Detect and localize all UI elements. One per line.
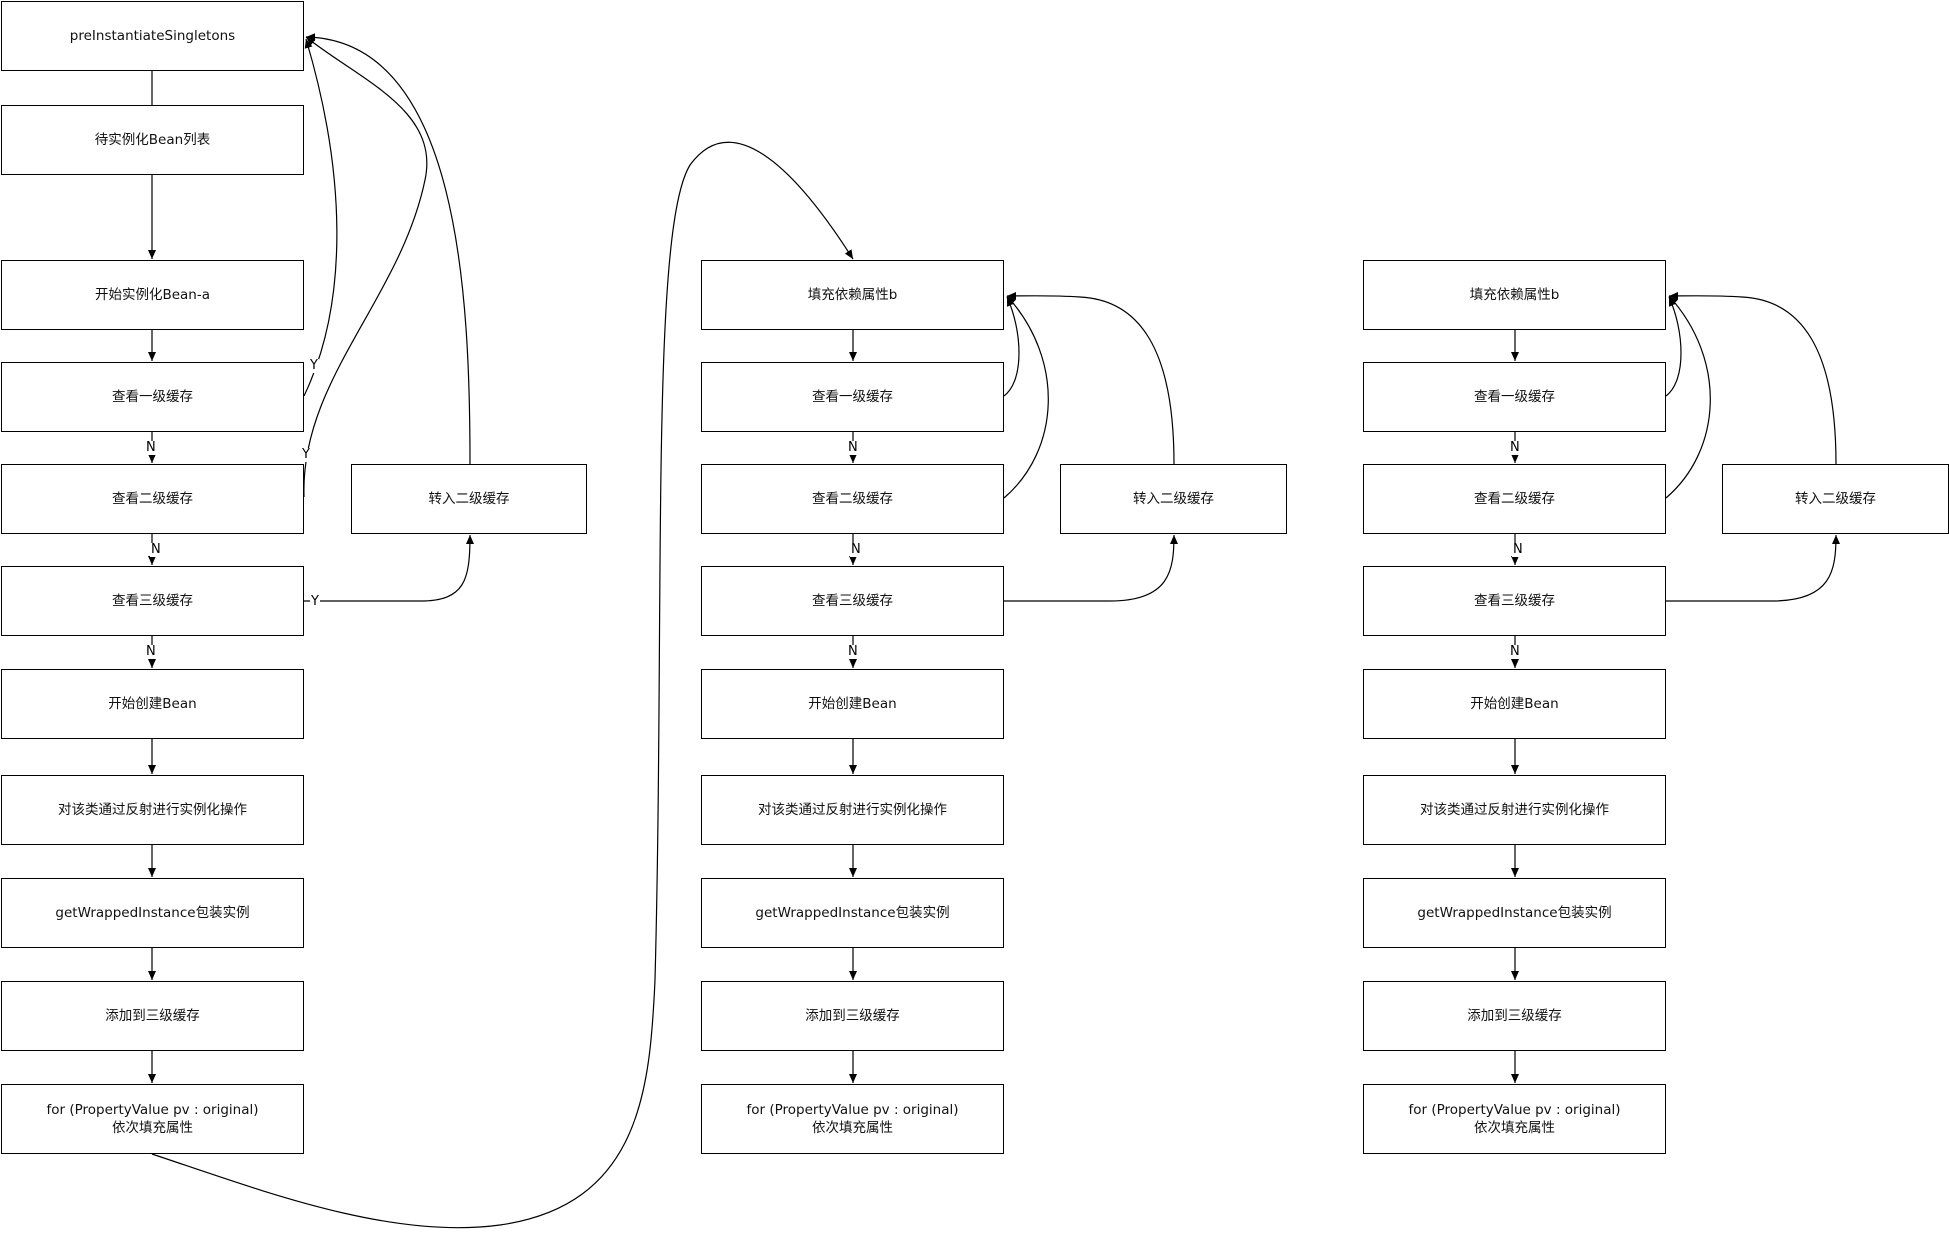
node-label: getWrappedInstance包装实例 bbox=[55, 904, 250, 921]
node-create-bean[interactable]: 开始创建Bean bbox=[1363, 669, 1666, 739]
node-fill-dependency-b[interactable]: 填充依赖属性b bbox=[1363, 260, 1666, 330]
node-check-level2-cache[interactable]: 查看二级缓存 bbox=[1, 464, 304, 534]
node-bean-list[interactable]: 待实例化Bean列表 bbox=[1, 105, 304, 175]
node-label: 对该类通过反射进行实例化操作 bbox=[1420, 801, 1609, 818]
node-fill-properties-loop[interactable]: for (PropertyValue pv : original) 依次填充属性 bbox=[701, 1084, 1004, 1154]
node-label: 开始创建Bean bbox=[1470, 695, 1559, 712]
node-label: 添加到三级缓存 bbox=[105, 1007, 200, 1024]
edge-m-l2-to-fill bbox=[1003, 295, 1049, 499]
node-label: 添加到三级缓存 bbox=[805, 1007, 900, 1024]
node-check-level2-cache[interactable]: 查看二级缓存 bbox=[701, 464, 1004, 534]
node-label: 查看一级缓存 bbox=[1474, 388, 1555, 405]
node-label: 对该类通过反射进行实例化操作 bbox=[758, 801, 947, 818]
edge-l1-yes-to-start bbox=[303, 38, 338, 397]
edge-m-l1-to-fill bbox=[1003, 296, 1020, 397]
edge-label-no: N bbox=[1512, 542, 1524, 557]
node-add-level3-cache[interactable]: 添加到三级缓存 bbox=[1363, 981, 1666, 1051]
node-reflect-instantiate[interactable]: 对该类通过反射进行实例化操作 bbox=[1363, 775, 1666, 845]
edge-label-no: N bbox=[847, 644, 859, 659]
edge-label-no: N bbox=[150, 542, 162, 557]
node-label-line1: for (PropertyValue pv : original) bbox=[746, 1101, 959, 1118]
node-label: 转入二级缓存 bbox=[428, 490, 510, 507]
node-label: 待实例化Bean列表 bbox=[94, 131, 211, 148]
node-fill-dependency-b[interactable]: 填充依赖属性b bbox=[701, 260, 1004, 330]
node-wrapped-instance[interactable]: getWrappedInstance包装实例 bbox=[701, 878, 1004, 948]
node-label: 开始实例化Bean-a bbox=[94, 286, 211, 303]
node-label: getWrappedInstance包装实例 bbox=[755, 904, 950, 921]
node-label: 开始创建Bean bbox=[108, 695, 197, 712]
node-check-level1-cache[interactable]: 查看一级缓存 bbox=[1363, 362, 1666, 432]
node-label-line2: 依次填充属性 bbox=[112, 1120, 193, 1136]
node-check-level3-cache[interactable]: 查看三级缓存 bbox=[1, 566, 304, 636]
node-reflect-instantiate[interactable]: 对该类通过反射进行实例化操作 bbox=[701, 775, 1004, 845]
edge-label-no: N bbox=[145, 440, 157, 455]
node-check-level2-cache[interactable]: 查看二级缓存 bbox=[1363, 464, 1666, 534]
edge-label-no: N bbox=[847, 440, 859, 455]
edge-label-no: N bbox=[850, 542, 862, 557]
node-label-line1: for (PropertyValue pv : original) bbox=[46, 1101, 259, 1118]
node-label: 转入二级缓存 bbox=[1795, 490, 1876, 507]
edge-l2-yes-to-start bbox=[303, 36, 428, 498]
edge-label-yes: Y bbox=[309, 358, 319, 373]
node-label: 开始创建Bean bbox=[808, 695, 897, 712]
node-preinstantiate-singletons[interactable]: preInstantiateSingletons bbox=[1, 1, 304, 71]
node-fill-properties-loop[interactable]: for (PropertyValue pv : original) 依次填充属性 bbox=[1363, 1084, 1666, 1154]
node-create-bean[interactable]: 开始创建Bean bbox=[1, 669, 304, 739]
node-check-level3-cache[interactable]: 查看三级缓存 bbox=[1363, 566, 1666, 636]
edge-m-to2-to-fill bbox=[1006, 291, 1175, 465]
node-label: 查看一级缓存 bbox=[812, 388, 893, 405]
node-add-level3-cache[interactable]: 添加到三级缓存 bbox=[1, 981, 304, 1051]
node-check-level3-cache[interactable]: 查看三级缓存 bbox=[701, 566, 1004, 636]
node-label-line2: 依次填充属性 bbox=[1474, 1120, 1555, 1136]
node-move-to-level2-cache[interactable]: 转入二级缓存 bbox=[1060, 464, 1287, 534]
edge-label-no: N bbox=[1509, 440, 1521, 455]
node-label: 转入二级缓存 bbox=[1133, 490, 1214, 507]
node-move-to-level2-cache[interactable]: 转入二级缓存 bbox=[1722, 464, 1949, 534]
node-move-to-level2-cache[interactable]: 转入二级缓存 bbox=[351, 464, 587, 534]
node-label: 对该类通过反射进行实例化操作 bbox=[58, 801, 247, 818]
node-label: 查看二级缓存 bbox=[812, 490, 893, 507]
node-create-bean[interactable]: 开始创建Bean bbox=[701, 669, 1004, 739]
edge-label-yes: Y bbox=[310, 594, 320, 609]
node-label: 查看二级缓存 bbox=[1474, 490, 1555, 507]
node-label: 查看三级缓存 bbox=[1474, 592, 1555, 609]
edge-to2-to-start bbox=[305, 33, 471, 465]
node-fill-properties-loop[interactable]: for (PropertyValue pv : original) 依次填充属性 bbox=[1, 1084, 304, 1154]
node-label: 填充依赖属性b bbox=[1469, 286, 1560, 303]
node-label: preInstantiateSingletons bbox=[69, 27, 236, 44]
node-add-level3-cache[interactable]: 添加到三级缓存 bbox=[701, 981, 1004, 1051]
node-check-level1-cache[interactable]: 查看一级缓存 bbox=[1, 362, 304, 432]
edge-left-loop-to-middle-fill bbox=[151, 141, 854, 1229]
edge-r-to2-to-fill bbox=[1668, 291, 1837, 465]
edge-l3-yes-to-to2 bbox=[304, 534, 474, 602]
edge-label-no: N bbox=[145, 644, 157, 659]
node-wrapped-instance[interactable]: getWrappedInstance包装实例 bbox=[1363, 878, 1666, 948]
node-reflect-instantiate[interactable]: 对该类通过反射进行实例化操作 bbox=[1, 775, 304, 845]
edge-r-l3-to-to2 bbox=[1666, 534, 1840, 602]
node-wrapped-instance[interactable]: getWrappedInstance包装实例 bbox=[1, 878, 304, 948]
node-label: 填充依赖属性b bbox=[807, 286, 898, 303]
edge-r-l2-to-fill bbox=[1665, 295, 1711, 499]
edge-label-no: N bbox=[1509, 644, 1521, 659]
node-label: 查看三级缓存 bbox=[812, 592, 893, 609]
node-begin-bean-a[interactable]: 开始实例化Bean-a bbox=[1, 260, 304, 330]
edge-m-l3-to-to2 bbox=[1004, 534, 1178, 602]
node-label: 添加到三级缓存 bbox=[1467, 1007, 1562, 1024]
edge-label-yes: Y bbox=[301, 447, 311, 462]
node-label: 查看一级缓存 bbox=[112, 388, 193, 405]
node-label: getWrappedInstance包装实例 bbox=[1417, 904, 1612, 921]
node-label: 查看二级缓存 bbox=[112, 490, 193, 507]
node-check-level1-cache[interactable]: 查看一级缓存 bbox=[701, 362, 1004, 432]
node-label-line2: 依次填充属性 bbox=[812, 1120, 893, 1136]
edge-r-l1-to-fill bbox=[1665, 296, 1682, 397]
node-label: 查看三级缓存 bbox=[112, 592, 193, 609]
node-label-line1: for (PropertyValue pv : original) bbox=[1408, 1101, 1621, 1118]
